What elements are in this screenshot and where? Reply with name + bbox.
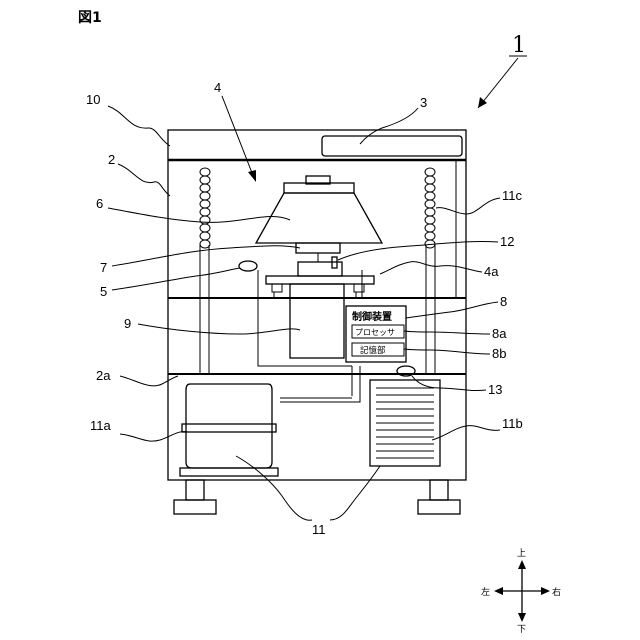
legs bbox=[174, 480, 460, 514]
direction-right: 右 bbox=[552, 586, 561, 598]
label-2: 2 bbox=[108, 152, 115, 167]
arrow-up-icon bbox=[518, 560, 526, 569]
rotor-hub bbox=[296, 243, 340, 253]
base-plate bbox=[266, 276, 374, 284]
label-2a: 2a bbox=[96, 368, 111, 383]
label-11a: 11a bbox=[90, 418, 111, 433]
right-chain bbox=[425, 168, 435, 248]
label-12: 12 bbox=[500, 234, 514, 249]
figure-title: 図1 bbox=[78, 10, 102, 26]
rotor-assembly bbox=[239, 176, 382, 298]
motor-9 bbox=[290, 284, 344, 358]
arrow-right-icon bbox=[541, 587, 550, 595]
control-device: 制御装置 プロセッサ 記憶部 bbox=[346, 306, 406, 362]
label-6: 6 bbox=[96, 196, 103, 211]
label-7: 7 bbox=[100, 260, 107, 275]
compressor-11a bbox=[180, 384, 278, 476]
direction-down: 下 bbox=[517, 625, 526, 635]
condenser-11b bbox=[370, 380, 440, 466]
label-1: 1 bbox=[512, 33, 526, 58]
arrow-down-icon bbox=[518, 613, 526, 622]
label-11b: 11b bbox=[502, 416, 523, 431]
control-box-title: 制御装置 bbox=[352, 310, 392, 323]
wiring bbox=[258, 270, 370, 402]
direction-left: 左 bbox=[481, 586, 490, 598]
left-foot-block bbox=[272, 284, 282, 292]
reference-labels: 1 10 4 3 2 6 11c 7 12 5 4a 8 9 8a 2a 8b … bbox=[86, 33, 527, 537]
label-11c: 11c bbox=[502, 188, 522, 203]
arrow-left-icon bbox=[494, 587, 503, 595]
label-4a: 4a bbox=[484, 264, 499, 279]
sensor-5 bbox=[239, 261, 257, 271]
storage-label: 記憶部 bbox=[360, 345, 386, 356]
label-13: 13 bbox=[488, 382, 502, 397]
compressor-body bbox=[186, 384, 272, 468]
label-8: 8 bbox=[500, 294, 507, 309]
processor-label: プロセッサ bbox=[355, 328, 395, 337]
label-10: 10 bbox=[86, 92, 100, 107]
display-panel bbox=[322, 136, 462, 156]
compressor-base bbox=[180, 468, 278, 476]
label-8b: 8b bbox=[492, 346, 506, 361]
direction-up: 上 bbox=[517, 548, 526, 559]
label-5: 5 bbox=[100, 284, 107, 299]
left-chain bbox=[200, 168, 210, 248]
compressor-band bbox=[182, 424, 276, 432]
rotor-bowl bbox=[256, 193, 382, 243]
label-3: 3 bbox=[420, 95, 427, 110]
rotor-shaft-block bbox=[298, 262, 342, 276]
left-column bbox=[200, 245, 209, 374]
direction-indicator: 上 下 左 右 bbox=[481, 548, 561, 635]
label-8a: 8a bbox=[492, 326, 507, 341]
label-11: 11 bbox=[312, 522, 326, 537]
label-9: 9 bbox=[124, 316, 131, 331]
label-4: 4 bbox=[214, 80, 221, 95]
